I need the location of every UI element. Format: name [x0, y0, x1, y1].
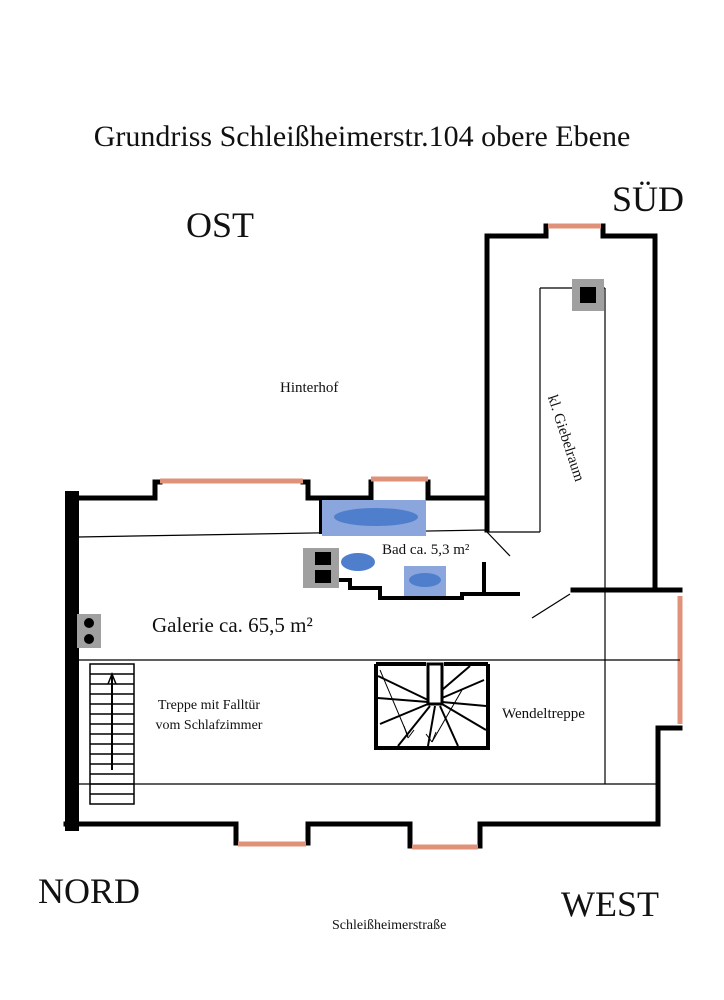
label-strasse: Schleißheimerstraße [332, 918, 447, 933]
compass-east: OST [186, 205, 255, 245]
shower-tray [404, 566, 446, 596]
compass-north: NORD [38, 871, 141, 911]
chimney-bath [303, 548, 339, 588]
straight-stair [89, 663, 135, 805]
outer-walls [63, 223, 683, 849]
compass-west: WEST [561, 884, 659, 924]
label-wendeltreppe: Wendeltreppe [502, 706, 585, 722]
label-treppe-line1: Treppe mit Falltür [157, 698, 261, 713]
stove-connector [77, 614, 101, 648]
page-title: Grundriss Schleißheimerstr.104 obere Ebe… [93, 120, 631, 153]
washbasin [341, 553, 375, 571]
compass-south: SÜD [612, 179, 685, 219]
label-treppe-line2: vom Schlafzimmer [155, 718, 263, 733]
bathroom-walls [319, 500, 520, 600]
label-hinterhof: Hinterhof [280, 380, 339, 396]
label-bad: Bad ca. 5,3 m² [382, 542, 470, 558]
chimney-gable [572, 279, 604, 311]
label-galerie: Galerie ca. 65,5 m² [152, 613, 313, 637]
bathtub [322, 500, 426, 536]
spiral-stair [374, 662, 490, 750]
label-treppe: Treppe mit Falltür vom Schlafzimmer [146, 696, 272, 736]
windows [160, 223, 683, 850]
